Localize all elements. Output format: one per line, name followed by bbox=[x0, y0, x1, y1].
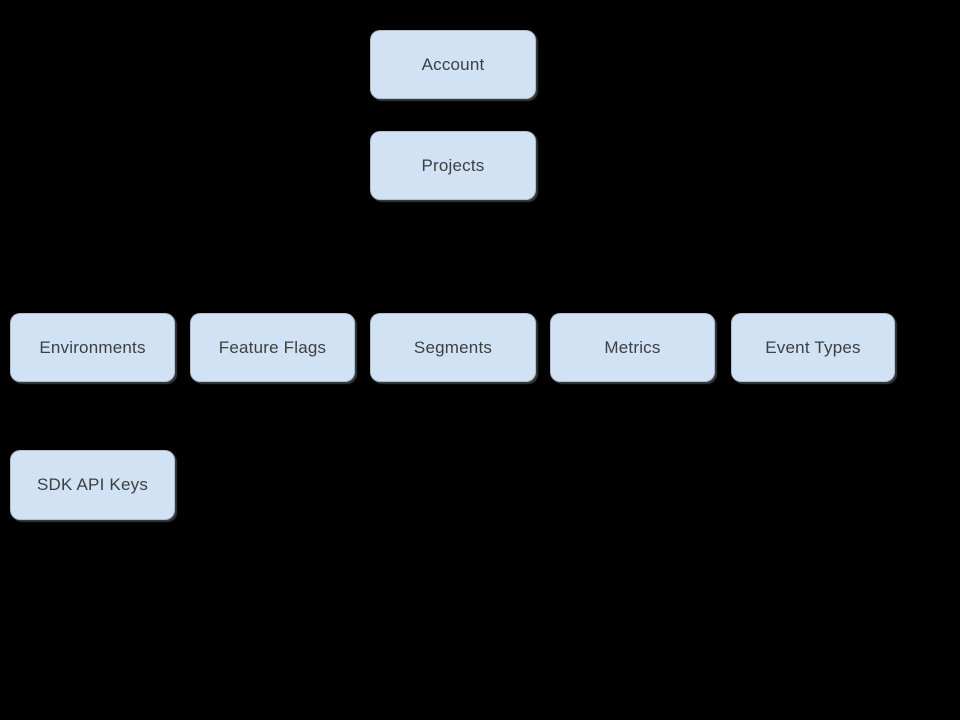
node-metrics: Metrics bbox=[550, 313, 715, 382]
node-metrics-label: Metrics bbox=[604, 337, 661, 357]
node-event-types: Event Types bbox=[731, 313, 895, 382]
node-environments-label: Environments bbox=[39, 337, 146, 357]
node-sdk-api-keys: SDK API Keys bbox=[10, 450, 175, 520]
node-segments: Segments bbox=[370, 313, 536, 382]
node-sdk-api-keys-label: SDK API Keys bbox=[36, 475, 149, 494]
node-account: Account bbox=[370, 30, 536, 99]
node-segments-label: Segments bbox=[413, 337, 493, 357]
node-event-types-label: Event Types bbox=[765, 337, 861, 357]
node-account-label: Account bbox=[421, 54, 485, 74]
node-feature-flags-label: Feature Flags bbox=[218, 337, 327, 357]
node-feature-flags: Feature Flags bbox=[190, 313, 355, 382]
node-environments: Environments bbox=[10, 313, 175, 382]
node-projects: Projects bbox=[370, 131, 536, 200]
node-projects-label: Projects bbox=[421, 155, 485, 175]
